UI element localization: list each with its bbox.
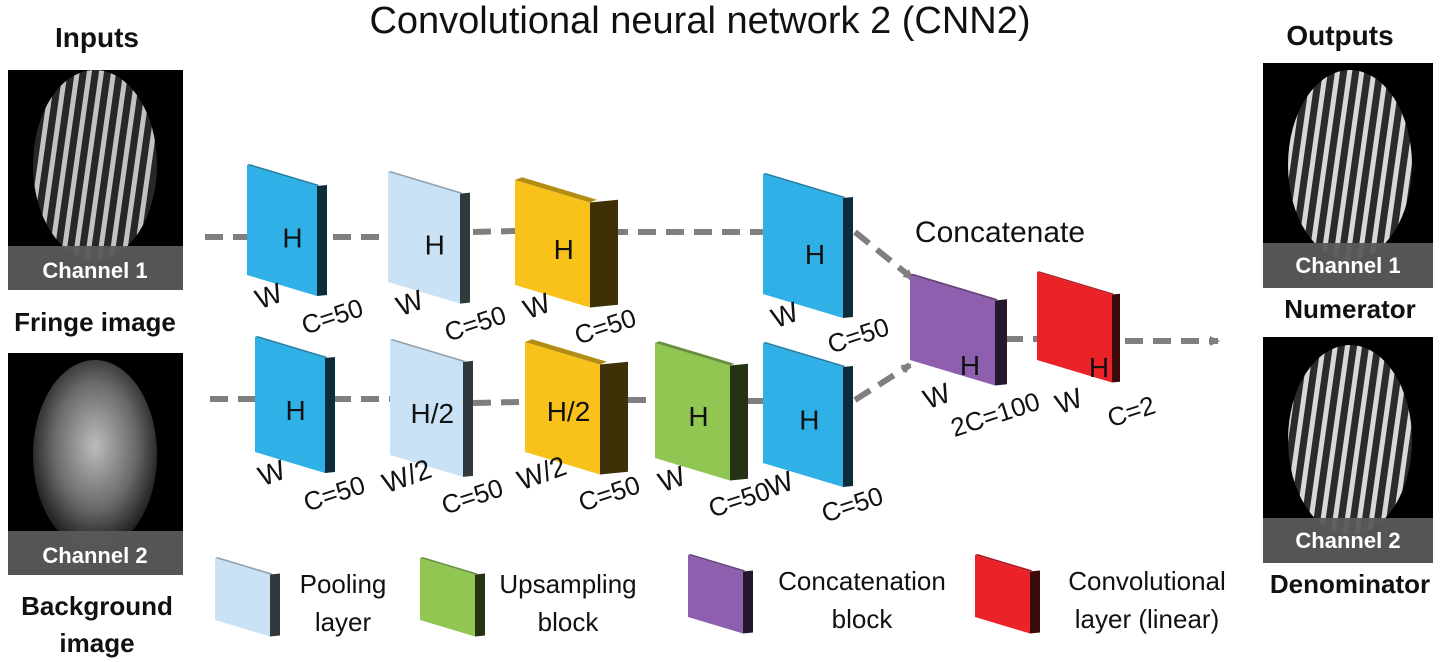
concat-block-h-label: H xyxy=(960,350,980,381)
bottom-block-5-h-label: H xyxy=(799,404,819,435)
legend-linear-line2: layer (linear) xyxy=(1075,604,1220,634)
legend-linear-line1: Convolutional xyxy=(1068,566,1226,596)
bottom-block-2-c-label: C=50 xyxy=(438,472,507,520)
diagram-title: Convolutional neural network 2 (CNN2) xyxy=(369,0,1030,42)
outputs-heading: Outputs xyxy=(1286,20,1393,51)
bottom-block-3-c-label: C=50 xyxy=(575,469,644,517)
bottom-block-4-h-label: H xyxy=(688,401,708,432)
concatenate-label: Concatenate xyxy=(915,216,1085,249)
legend-swatch-pooling xyxy=(215,557,280,637)
top-block-3-c-label: C=50 xyxy=(571,302,640,350)
output-denominator-image: Channel 2 xyxy=(1263,337,1433,563)
bottom-block-3-h-label: H/2 xyxy=(547,396,591,427)
bottom-block-2-w-label: W/2 xyxy=(378,453,435,499)
bottom-block-1-h-label: H xyxy=(285,395,305,426)
bottom-block-2-h-label: H/2 xyxy=(411,398,455,429)
legend-item-concat: Concatenation block xyxy=(688,554,946,634)
fringe-image-caption: Fringe image xyxy=(14,307,176,337)
legend-pooling-line1: Pooling xyxy=(300,569,387,599)
top-block-2-c-label: C=50 xyxy=(441,299,510,347)
background-image-caption-line2: image xyxy=(59,628,134,658)
denominator-caption: Denominator xyxy=(1270,569,1430,599)
input-fringe-image: Channel 1 xyxy=(8,70,183,290)
bottom-block-1-c-label: C=50 xyxy=(300,469,369,517)
top-block-4-c-label: C=50 xyxy=(824,311,893,359)
linear-conv-block-h-label: H xyxy=(1089,352,1109,383)
legend-item-upsampling: Upsampling block xyxy=(420,557,637,637)
numerator-caption: Numerator xyxy=(1284,294,1415,324)
linear-conv-block-w-label: W xyxy=(1051,382,1087,420)
top-block-1-h-label: H xyxy=(282,223,302,254)
legend-upsampling-line2: block xyxy=(538,607,600,637)
bottom-block-3-w-label: W/2 xyxy=(513,450,570,496)
legend-concat-line2: block xyxy=(832,604,894,634)
input-channel-2-label: Channel 2 xyxy=(42,543,147,568)
inputs-heading: Inputs xyxy=(55,22,139,53)
arrow-bottom-to-concat xyxy=(853,362,912,403)
top-block-2-h-label: H xyxy=(425,230,445,261)
input-background-image: Channel 2 xyxy=(8,353,183,575)
input-channel-1-label: Channel 1 xyxy=(42,258,147,283)
legend-item-linear: Convolutional layer (linear) xyxy=(975,554,1226,634)
legend-item-pooling: Pooling layer xyxy=(215,557,386,637)
legend-concat-line1: Concatenation xyxy=(778,566,946,596)
concat-block-c-label: 2C=100 xyxy=(947,386,1044,443)
top-block-1-c-label: C=50 xyxy=(298,292,367,340)
output-channel-2-label: Channel 2 xyxy=(1295,528,1400,553)
legend-swatch-upsampling xyxy=(420,557,485,637)
legend-upsampling-line1: Upsampling xyxy=(499,569,636,599)
bottom-block-4-c-label: C=50 xyxy=(705,475,774,523)
background-image-caption-line1: Background xyxy=(21,591,173,621)
linear-conv-block: HW C=2 xyxy=(1037,271,1159,433)
output-numerator-image: Channel 1 xyxy=(1263,63,1433,288)
output-channel-1-label: Channel 1 xyxy=(1295,253,1400,278)
bottom-block-5-c-label: C=50 xyxy=(818,480,887,528)
legend-pooling-line2: layer xyxy=(315,607,372,637)
concat-block-w-label: W xyxy=(919,377,955,415)
arrow-top-to-concat xyxy=(853,229,914,281)
legend-swatch-concat xyxy=(688,554,753,634)
top-block-3-h-label: H xyxy=(554,234,574,265)
legend-swatch-linear xyxy=(975,554,1040,634)
top-block-4-h-label: H xyxy=(805,239,825,270)
linear-conv-block-c-label: C=2 xyxy=(1104,390,1159,433)
legend: PoolinglayerUpsamplingblockConcatenation… xyxy=(215,554,1226,637)
